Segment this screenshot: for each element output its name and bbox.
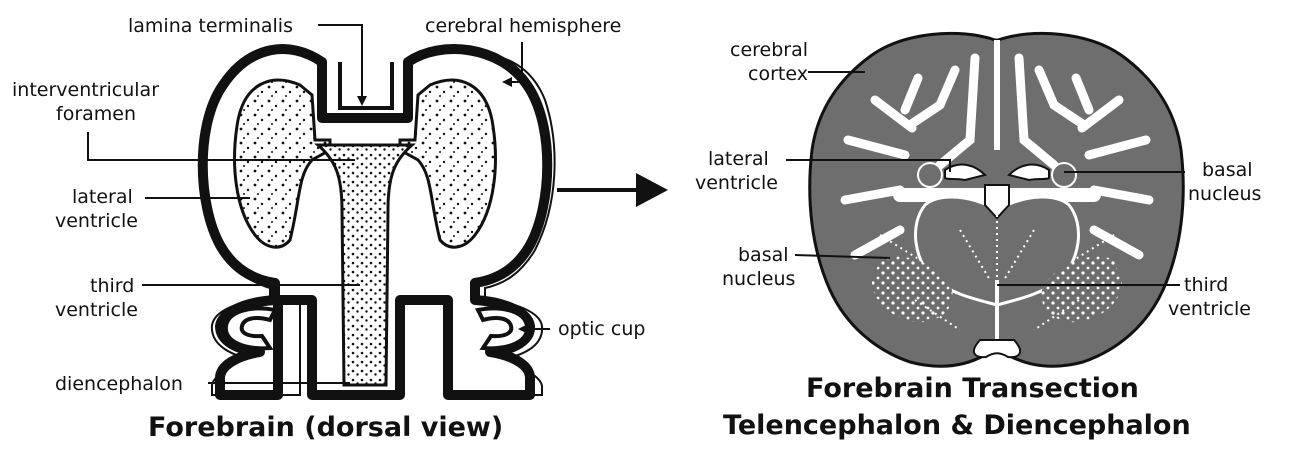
- label-cerebral-hemisphere: cerebral hemisphere: [425, 15, 621, 37]
- label-basal-nucleus-right-2: nucleus: [1188, 183, 1261, 205]
- label-cerebral-cortex-1: cerebral: [730, 39, 808, 61]
- label-diencephalon: diencephalon: [55, 373, 183, 395]
- label-lateral-ventricle-r1: lateral: [708, 148, 769, 170]
- arrow-head-icon: [636, 173, 668, 207]
- label-lateral-ventricle-r2: ventricle: [695, 172, 778, 194]
- label-optic-cup: optic cup: [558, 318, 645, 340]
- label-interventricular-2: foramen: [56, 103, 136, 125]
- label-third-ventricle-2: ventricle: [55, 299, 138, 321]
- left-caption: Forebrain (dorsal view): [148, 412, 503, 443]
- label-cerebral-cortex-2: cortex: [748, 63, 808, 85]
- label-basal-nucleus-right-1: basal: [1202, 159, 1253, 181]
- label-lateral-ventricle-1: lateral: [72, 186, 133, 208]
- right-caudate-circle: [1052, 163, 1076, 187]
- label-lamina-terminalis: lamina terminalis: [128, 15, 293, 37]
- label-interventricular-1: interventricular: [12, 79, 159, 101]
- label-third-ventricle-r2: ventricle: [1168, 298, 1251, 320]
- label-third-ventricle-1: third: [90, 275, 134, 297]
- left-caudate-circle: [918, 163, 942, 187]
- label-third-ventricle-r1: third: [1184, 274, 1228, 296]
- transition-arrow: [557, 173, 668, 207]
- forebrain-transection-figure: [810, 33, 1184, 366]
- right-caption-line1: Forebrain Transection: [806, 373, 1139, 404]
- lamina-terminalis-notch: [340, 62, 392, 108]
- label-basal-nucleus-left-1: basal: [738, 244, 789, 266]
- label-basal-nucleus-left-2: nucleus: [722, 268, 795, 290]
- forebrain-dorsal-figure: [202, 49, 555, 395]
- right-caption-line2: Telencephalon & Diencephalon: [723, 410, 1191, 441]
- optic-chiasm-lobe: [974, 340, 1020, 357]
- label-lateral-ventricle-2: ventricle: [55, 210, 138, 232]
